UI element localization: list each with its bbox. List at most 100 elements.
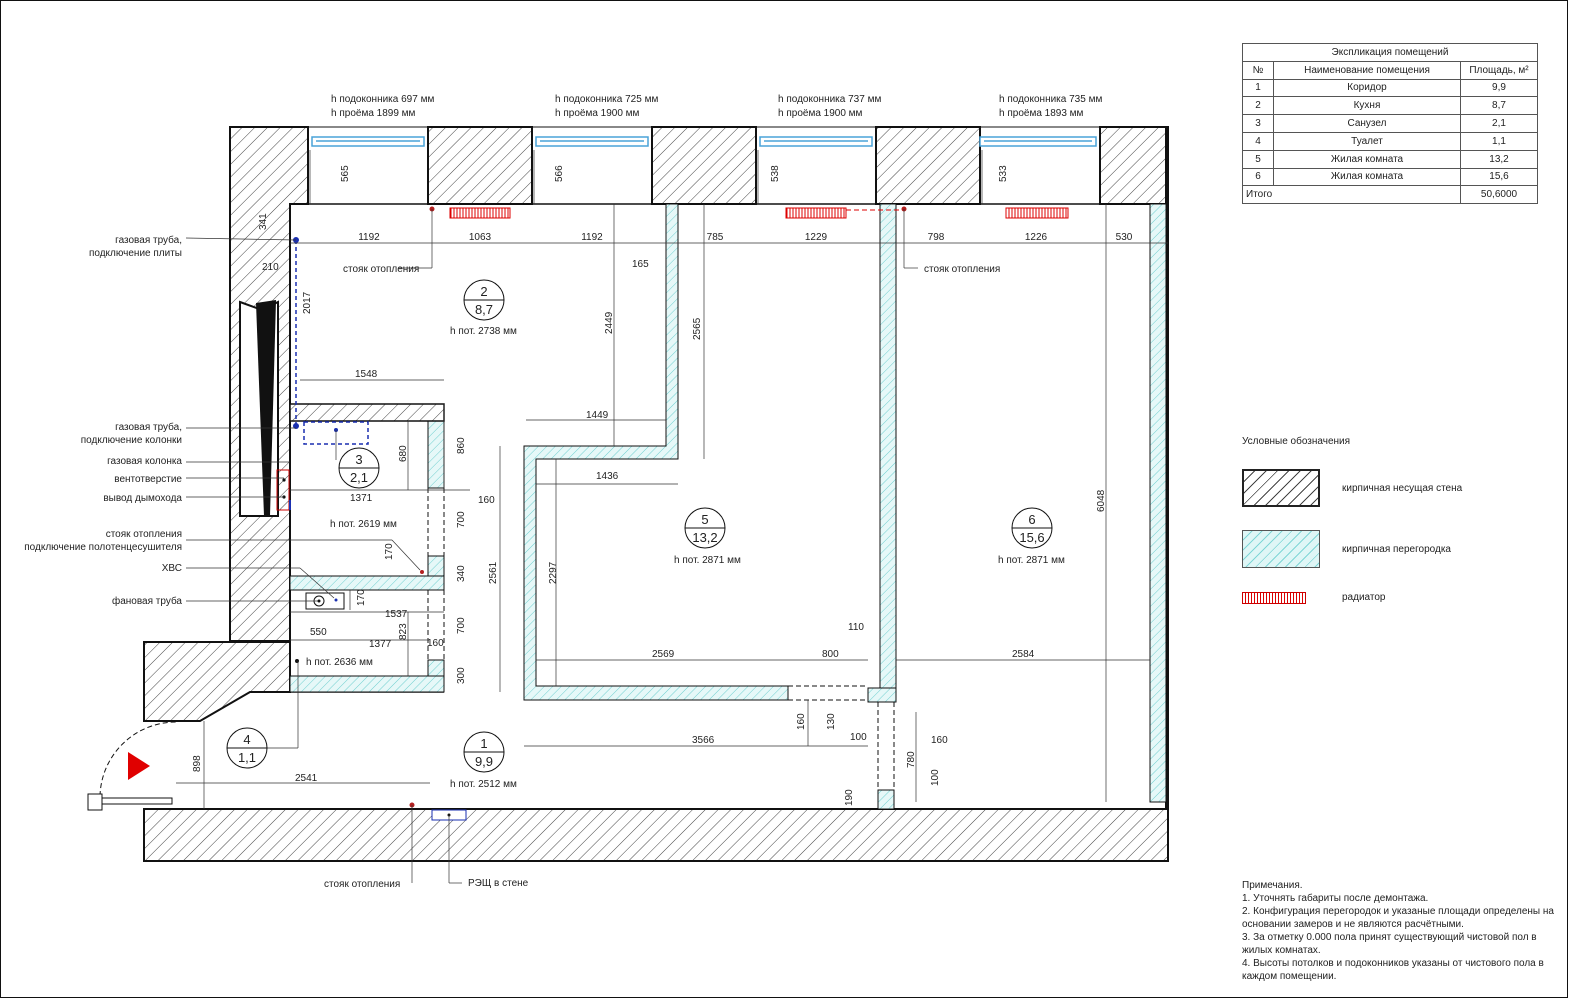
window-1-opening: h проёма 1899 мм bbox=[331, 108, 416, 119]
cell-number: 5 bbox=[1242, 149, 1274, 169]
cell-name: Жилая комната bbox=[1273, 149, 1461, 169]
dim-top-5: 1229 bbox=[805, 232, 828, 243]
door-openings bbox=[427, 488, 895, 790]
dim-top-2: 1063 bbox=[469, 232, 492, 243]
room-5-height: h пот. 2871 мм bbox=[674, 555, 741, 566]
dim-100a: 100 bbox=[850, 732, 867, 743]
dim-210: 210 bbox=[262, 262, 279, 273]
dim-680: 680 bbox=[398, 445, 409, 462]
room-markers bbox=[226, 279, 1053, 773]
table-row: 4 Туалет 1,1 bbox=[1242, 131, 1538, 151]
callout-gas-heater: газовая колонка bbox=[107, 456, 182, 467]
note-item: 1. Уточнять габариты после демонтажа. bbox=[1242, 893, 1429, 904]
table-row: 2 Кухня 8,7 bbox=[1242, 96, 1538, 116]
entrance-arrow-icon bbox=[128, 752, 150, 780]
wall-bottom-left bbox=[143, 641, 291, 722]
room-2-area: 8,7 bbox=[475, 302, 493, 317]
dim-1377: 1377 bbox=[369, 639, 392, 650]
cell-area: 8,7 bbox=[1460, 96, 1538, 116]
dim-top-6: 798 bbox=[928, 232, 945, 243]
note-item: 3. За отметку 0.000 пола принят существу… bbox=[1242, 932, 1537, 956]
cell-name: Туалет bbox=[1273, 131, 1461, 151]
dim-2561: 2561 bbox=[488, 561, 499, 584]
callout-cold-water: ХВС bbox=[162, 563, 182, 574]
callout-flue: вывод дымохода bbox=[103, 493, 182, 504]
dim-top-3: 1192 bbox=[581, 232, 603, 243]
window-2-opening: h проёма 1900 мм bbox=[555, 108, 640, 119]
dim-top-4: 785 bbox=[707, 232, 724, 243]
cell-area: 1,1 bbox=[1460, 131, 1538, 151]
dim-823: 823 bbox=[398, 623, 409, 640]
room-1-number: 1 bbox=[480, 736, 487, 751]
callout-gas-pipe-2: газовая труба, bbox=[115, 421, 182, 433]
dim-340: 340 bbox=[456, 565, 467, 582]
dim-top-1: 1192 bbox=[358, 232, 380, 243]
cell-number: 6 bbox=[1242, 167, 1274, 187]
callout-gas-pipe-1: газовая труба, bbox=[115, 234, 182, 246]
gas-lines bbox=[295, 240, 369, 445]
room-5-number: 5 bbox=[701, 512, 708, 527]
partition-kitchen-room5 bbox=[523, 203, 789, 701]
dim-341: 341 bbox=[258, 213, 269, 230]
table-row: 6 Жилая комната 15,6 bbox=[1242, 167, 1538, 187]
vent-hole bbox=[276, 469, 290, 511]
wall-pier-2 bbox=[651, 126, 757, 205]
dim-780: 780 bbox=[906, 751, 917, 768]
dim-1436: 1436 bbox=[596, 471, 619, 482]
room-3-number: 3 bbox=[355, 452, 362, 467]
legend-radiator-label: радиатор bbox=[1342, 592, 1386, 603]
cell-number: 4 bbox=[1242, 131, 1274, 151]
cell-number: 1 bbox=[1242, 78, 1274, 98]
dim-6048: 6048 bbox=[1096, 489, 1107, 512]
dim-700b: 700 bbox=[456, 617, 467, 634]
dim-160b: 160 bbox=[427, 638, 444, 649]
dim-1371: 1371 bbox=[350, 493, 373, 504]
dim-2584: 2584 bbox=[1012, 649, 1035, 660]
dim-1548: 1548 bbox=[355, 369, 378, 380]
bearing-walls bbox=[143, 126, 1169, 862]
legend-radiator-swatch bbox=[1242, 592, 1306, 604]
dim-860: 860 bbox=[456, 437, 467, 454]
dim-top-7: 1226 bbox=[1025, 232, 1048, 243]
room-6-area: 15,6 bbox=[1019, 530, 1044, 545]
legend-partition-swatch bbox=[1242, 530, 1320, 568]
note-item: 2. Конфигурация перегородок и указаные п… bbox=[1242, 906, 1554, 930]
table-total-row: Итого 50,6000 bbox=[1242, 185, 1538, 205]
callout-riser-kitchen: стояк отопления bbox=[343, 264, 419, 275]
total-value: 50,6000 bbox=[1460, 185, 1538, 205]
table-row: 5 Жилая комната 13,2 bbox=[1242, 149, 1538, 169]
window-1-depth: 565 bbox=[340, 165, 351, 182]
callout-electric-panel: РЭЩ в стене bbox=[468, 878, 529, 889]
window-3-opening: h проёма 1900 мм bbox=[778, 108, 863, 119]
room-1-area: 9,9 bbox=[475, 754, 493, 769]
dim-2297: 2297 bbox=[548, 561, 559, 584]
dim-170a: 170 bbox=[384, 543, 395, 560]
callout-heater-connection: подключение колонки bbox=[81, 435, 182, 446]
dim-190: 190 bbox=[844, 789, 855, 806]
wall-pier-1 bbox=[427, 126, 533, 205]
room-4-number: 4 bbox=[243, 732, 250, 747]
callout-riser-corridor: стояк отопления bbox=[324, 879, 400, 890]
window-3-depth: 538 bbox=[770, 165, 781, 182]
dim-300: 300 bbox=[456, 667, 467, 684]
window-4-opening: h проёма 1893 мм bbox=[999, 108, 1084, 119]
room-6-number: 6 bbox=[1028, 512, 1035, 527]
dim-898: 898 bbox=[192, 755, 203, 772]
dimension-lines bbox=[176, 150, 1168, 809]
notes-title: Примечания. bbox=[1242, 880, 1303, 891]
room-2-height: h пот. 2738 мм bbox=[450, 326, 517, 337]
callout-vent: вентотверстие bbox=[114, 474, 182, 485]
room-2-number: 2 bbox=[480, 284, 487, 299]
cell-area: 13,2 bbox=[1460, 149, 1538, 169]
header-name: Наименование помещения bbox=[1273, 60, 1461, 80]
partition-wc-right bbox=[427, 659, 445, 677]
dim-2569: 2569 bbox=[652, 649, 675, 660]
cell-area: 15,6 bbox=[1460, 167, 1538, 187]
dim-2449: 2449 bbox=[604, 311, 615, 334]
dim-170b: 170 bbox=[356, 589, 367, 606]
cell-name: Жилая комната bbox=[1273, 167, 1461, 187]
dim-2017: 2017 bbox=[302, 291, 313, 314]
total-label: Итого bbox=[1242, 185, 1461, 205]
dim-110: 110 bbox=[848, 622, 864, 633]
